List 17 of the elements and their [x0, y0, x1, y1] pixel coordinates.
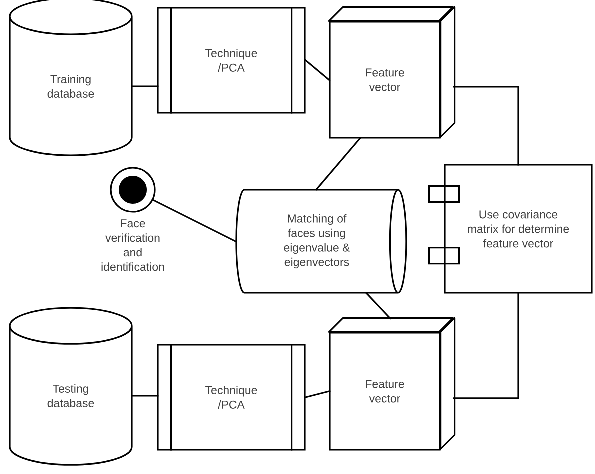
cube-box: Feature vector: [328, 6, 456, 139]
process-box: Technique /PCA: [157, 7, 306, 114]
connector: [453, 86, 520, 166]
connector: [131, 86, 159, 88]
connector: [304, 390, 331, 399]
connector: [453, 292, 520, 400]
component-box: Use covariance matrix for determine feature vector: [428, 164, 593, 294]
storage-cylinder: Matching of faces using eigenvalue & eigenvectors: [236, 189, 408, 294]
connector: [152, 198, 238, 243]
process-box: Technique /PCA: [157, 344, 306, 451]
connector: [315, 137, 362, 191]
database-cylinder: Testing database: [9, 307, 133, 466]
connector: [131, 395, 159, 397]
database-cylinder: Training database: [9, 0, 133, 156]
connector: [304, 58, 331, 82]
connector: [365, 292, 392, 320]
cube-box: Feature vector: [328, 317, 456, 451]
